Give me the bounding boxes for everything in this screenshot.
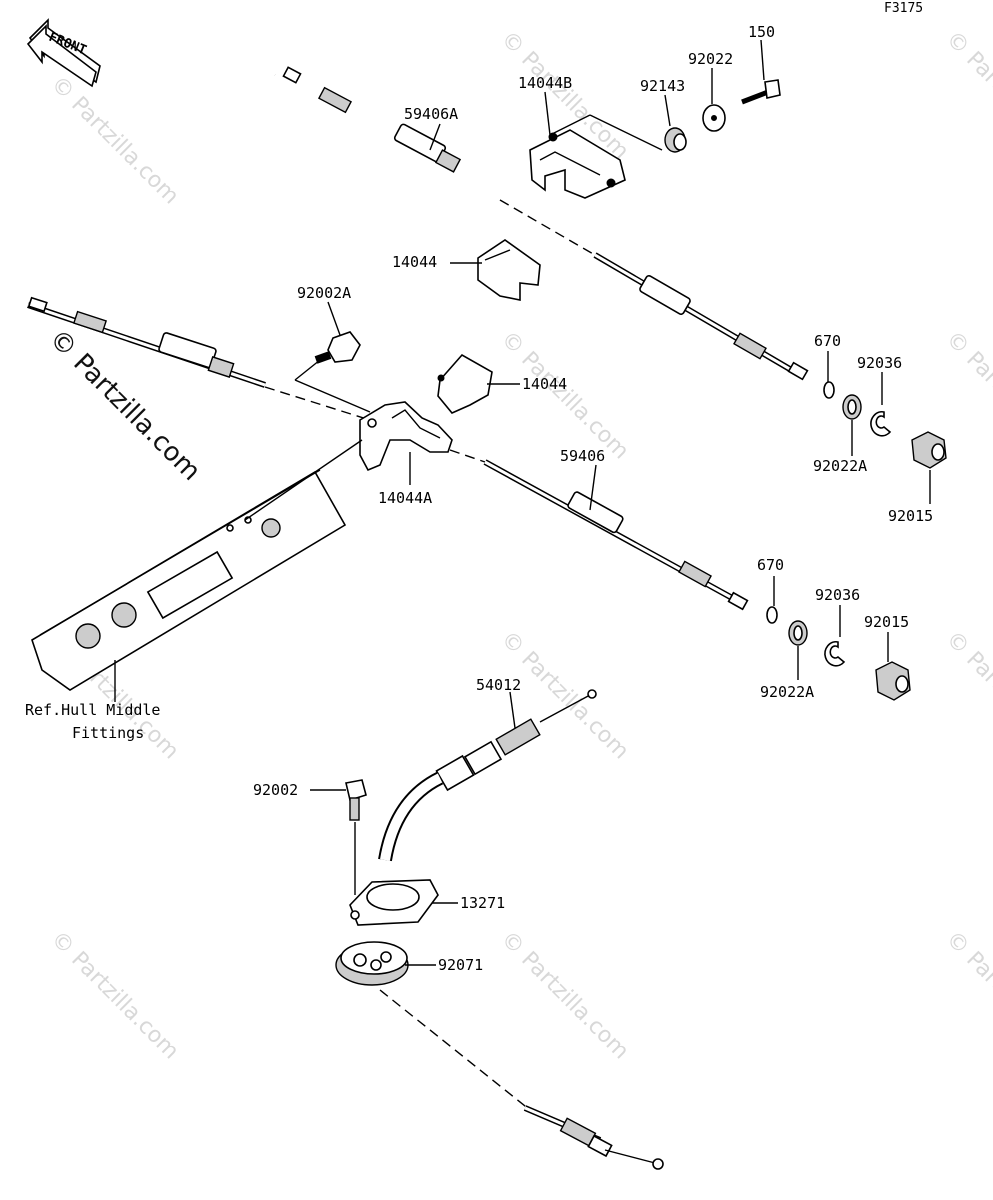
reference-label-line2: Fittings (72, 724, 144, 742)
watermark-text: © Partzilla.com (496, 327, 634, 465)
part-label-14044-top: 14044 (392, 253, 437, 271)
part-label-92002: 92002 (253, 781, 298, 799)
part-label-92015-top: 92015 (888, 507, 933, 525)
part-labels: 150 92022 92143 14044B 59406A 14044 9200… (253, 23, 933, 974)
part-label-13271: 13271 (460, 894, 505, 912)
part-label-150: 150 (748, 23, 775, 41)
watermark-text: © Partzilla.com (941, 927, 993, 1065)
oring-670-top (823, 381, 835, 399)
watermark-text: © Partzilla.com (941, 627, 993, 765)
bracket-14044b (529, 129, 626, 199)
part-label-54012: 54012 (476, 676, 521, 694)
diagram-code: F3175 (884, 1, 923, 16)
oring-670-bot (766, 606, 778, 624)
watermarks: © Partzilla.com © Partzilla.com © Partzi… (43, 27, 993, 1065)
part-label-14044-mid: 14044 (522, 375, 567, 393)
watermark-text: © Partzilla.com (496, 927, 634, 1065)
reference-label-line1: Ref.Hull Middle (25, 701, 160, 719)
washer-92022a-top (842, 394, 862, 420)
part-label-92071: 92071 (438, 956, 483, 974)
leader-lines (310, 39, 931, 966)
flange-13271 (349, 879, 439, 926)
part-label-92022: 92022 (688, 50, 733, 68)
watermark-text: © Partzilla.com (46, 927, 184, 1065)
collar-92143 (664, 127, 687, 153)
part-label-92143: 92143 (640, 77, 685, 95)
washer-92022 (702, 104, 726, 132)
part-label-92036-bot: 92036 (815, 586, 860, 604)
part-label-92002a: 92002A (297, 284, 351, 302)
nut-92015-top (911, 431, 947, 469)
clip-92036-top (870, 411, 892, 437)
cap-14044-mid (437, 353, 493, 414)
bolt-150 (741, 79, 781, 105)
cable-59406a (274, 66, 809, 381)
part-label-59406a: 59406A (404, 105, 458, 123)
washer-92022a-bot (788, 620, 808, 646)
cable-lower (379, 989, 664, 1170)
cable-59406 (449, 449, 749, 611)
part-label-92036-top: 92036 (857, 354, 902, 372)
bolt-92002 (345, 779, 367, 895)
watermark-text: © Partzilla.com (941, 27, 993, 165)
part-label-14044a: 14044A (378, 489, 432, 507)
front-arrow-icon: FRONT (26, 18, 101, 88)
nut-92015-bot (875, 661, 911, 701)
part-label-670-bot: 670 (757, 556, 784, 574)
bolt-92002a (294, 331, 371, 413)
part-label-92022a-bot: 92022A (760, 683, 814, 701)
watermark-text: © Partzilla.com (46, 72, 184, 210)
hull-panel (31, 439, 363, 691)
cap-14044-top (477, 239, 541, 301)
clip-92036-bot (824, 641, 846, 667)
cable-left (27, 296, 371, 421)
grommet-92071 (335, 941, 409, 986)
bracket-14044a (359, 401, 453, 472)
part-label-670-top: 670 (814, 332, 841, 350)
watermark-text: © Partzilla.com (941, 327, 993, 465)
cable-54012 (378, 689, 597, 862)
part-label-92022a-top: 92022A (813, 457, 867, 475)
part-label-59406: 59406 (560, 447, 605, 465)
part-label-14044b: 14044B (518, 74, 572, 92)
part-label-92015-bot: 92015 (864, 613, 909, 631)
